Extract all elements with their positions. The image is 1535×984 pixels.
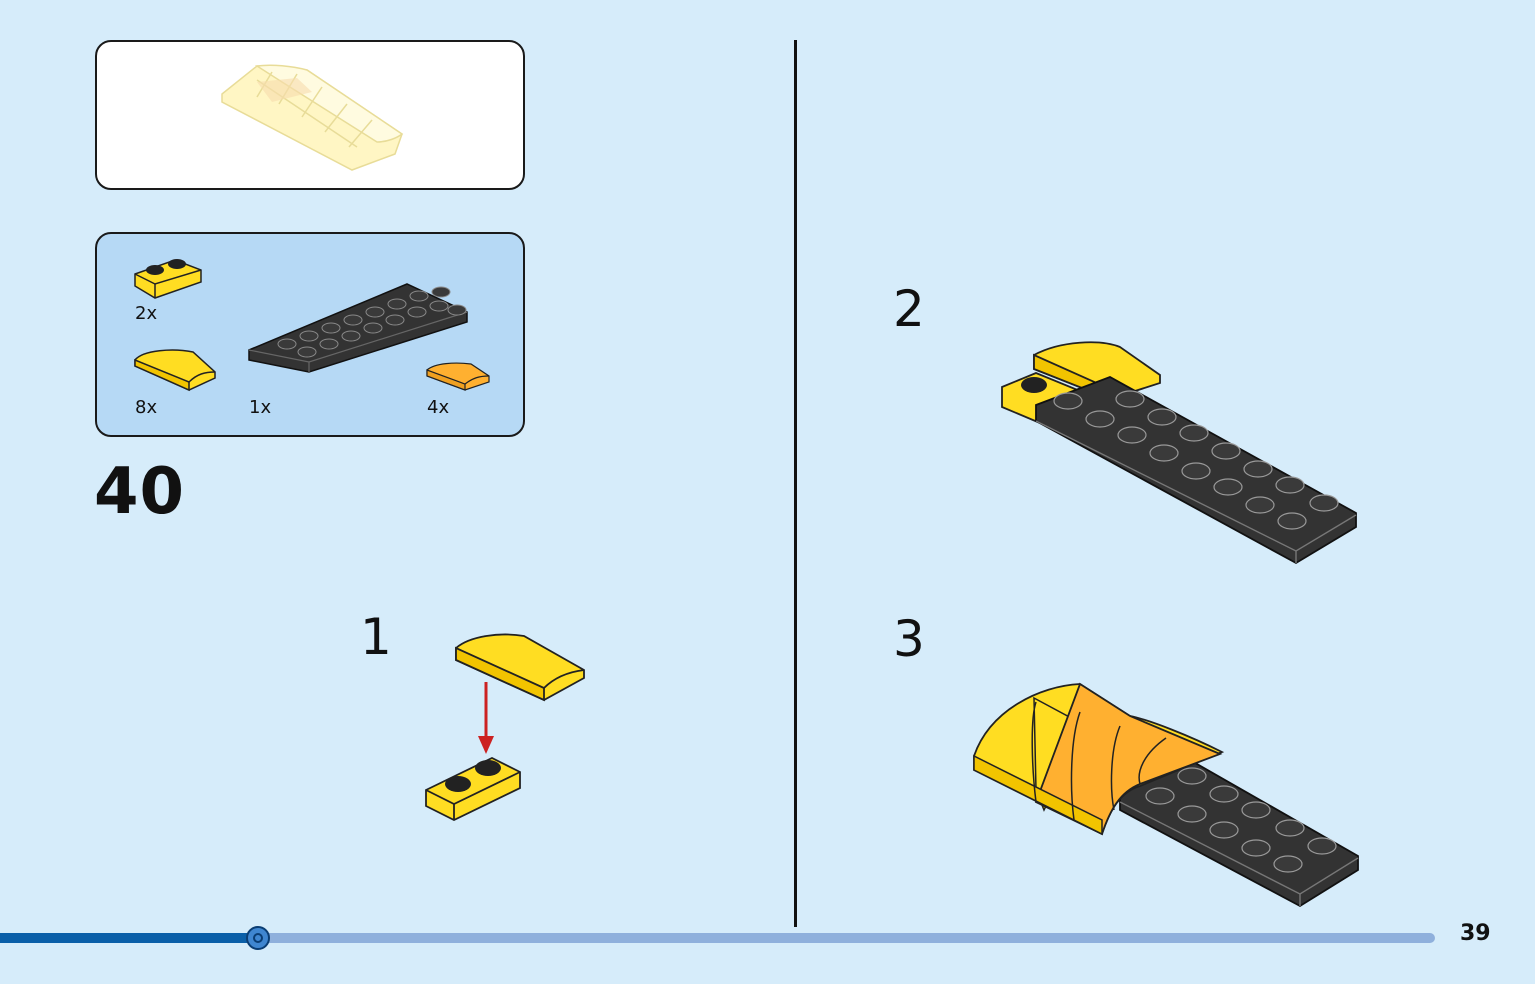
sub-step-2-number: 2 bbox=[893, 280, 925, 338]
part-qty-curve: 8x bbox=[135, 397, 158, 418]
part-qty-plate: 2x bbox=[135, 303, 158, 324]
black-plate-2x8-icon bbox=[1119, 758, 1359, 908]
step-1-illustration bbox=[425, 633, 585, 822]
yellow-plate-1x2-icon bbox=[134, 259, 202, 299]
down-arrow-icon bbox=[478, 682, 494, 754]
part-qty-black-plate: 1x bbox=[249, 397, 272, 418]
sub-step-3-number: 3 bbox=[893, 610, 925, 668]
curved-roof-assembly-icon bbox=[973, 682, 1225, 836]
orange-curved-slope-icon bbox=[426, 362, 490, 391]
yellow-curved-slope-icon bbox=[134, 349, 216, 392]
sub-step-1-number: 1 bbox=[360, 608, 392, 666]
model-preview-box bbox=[95, 40, 525, 190]
black-plate-2x8-icon bbox=[248, 283, 468, 373]
main-step-number: 40 bbox=[94, 455, 186, 529]
progress-track bbox=[0, 933, 1435, 943]
progress-knob bbox=[246, 926, 270, 950]
step-3-illustration bbox=[973, 682, 1359, 908]
parts-list-box: 2x 8x 1x bbox=[95, 232, 525, 437]
black-plate-2x8-icon bbox=[1035, 376, 1357, 565]
ghost-curved-roof-icon bbox=[221, 64, 404, 171]
page-divider bbox=[794, 40, 797, 927]
progress-fill bbox=[0, 933, 258, 943]
yellow-curved-slope-icon bbox=[455, 633, 585, 702]
part-qty-orange-curve: 4x bbox=[427, 397, 450, 418]
step-2-illustration bbox=[1001, 341, 1357, 565]
page-number: 39 bbox=[1460, 921, 1491, 946]
yellow-plate-1x2-icon bbox=[425, 756, 521, 822]
